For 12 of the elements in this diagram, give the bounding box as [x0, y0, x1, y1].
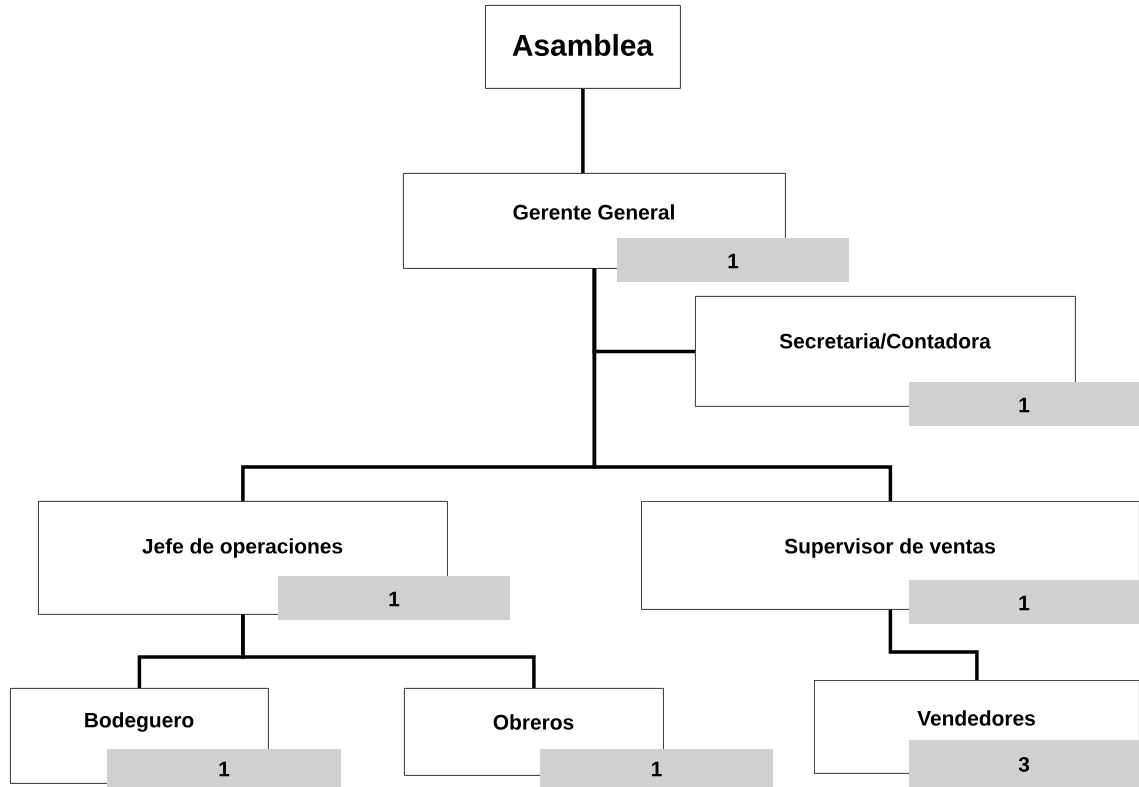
connector-line	[592, 268, 893, 501]
count-bar: 1	[540, 749, 773, 787]
count-bar: 1	[909, 580, 1139, 624]
count-bar: 3	[909, 740, 1139, 787]
org-box: Asamblea	[485, 5, 681, 89]
connector-line	[581, 88, 585, 173]
count-bar: 1	[909, 382, 1139, 426]
connector-line	[888, 609, 979, 680]
connector-line	[241, 614, 536, 688]
count-bar: 1	[107, 749, 341, 787]
count-bar: 1	[617, 238, 849, 282]
count-bar: 1	[278, 576, 510, 620]
